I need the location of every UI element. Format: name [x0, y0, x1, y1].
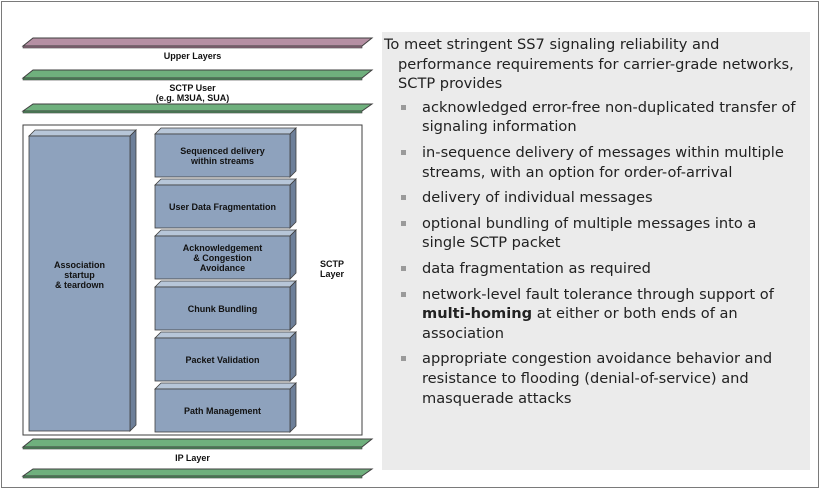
sctp-layer-label-1: SCTP — [319, 259, 344, 269]
association-block — [28, 129, 137, 432]
association-label-2: startup — [64, 270, 95, 280]
sctp-user-label: SCTP User — [169, 83, 216, 93]
block-acknowledgement — [154, 229, 297, 280]
bullet-text: appropriate congestion avoidance behavio… — [422, 350, 773, 407]
block-user-data-fragmentation — [154, 178, 297, 229]
bullet-square-icon — [401, 195, 406, 201]
ip-layer-bar — [21, 438, 374, 450]
list-item: acknowledged error-free non-duplicated t… — [384, 98, 800, 137]
sctp-user-example-label: (e.g. M3UA, SUA) — [155, 93, 230, 103]
bullet-square-icon — [401, 104, 406, 110]
upper-layers-label: Upper Layers — [163, 51, 222, 61]
feature-list: acknowledged error-free non-duplicated t… — [384, 98, 800, 408]
list-item: appropriate congestion avoidance behavio… — [384, 349, 800, 408]
panel-intro-text: To meet stringent SS7 signaling reliabil… — [384, 36, 794, 93]
list-item: data fragmentation as required — [384, 259, 800, 279]
bullet-text-tail: at either or both ends of an association — [422, 305, 738, 342]
block-label-sequenced-2: within streams — [190, 156, 255, 166]
bottom-bar — [21, 468, 374, 479]
list-item: network-level fault tolerance through su… — [384, 285, 800, 344]
bullet-square-icon — [401, 149, 406, 155]
bullet-text: in-sequence delivery of messages within … — [422, 143, 784, 181]
upper-layers-bar — [21, 37, 374, 49]
bullet-square-icon — [401, 356, 406, 362]
block-packet-validation — [154, 331, 297, 382]
block-label-sequenced-1: Sequenced delivery — [180, 146, 265, 156]
block-path-management — [154, 382, 297, 433]
bullet-text: delivery of individual messages — [422, 189, 653, 207]
sctp-layer-label-2: Layer — [319, 269, 345, 279]
block-chunk-bundling — [154, 280, 297, 331]
block-label-fragmentation: User Data Fragmentation — [168, 202, 277, 212]
list-item: in-sequence delivery of messages within … — [384, 143, 800, 182]
block-label-ack-3: Avoidance — [199, 263, 246, 273]
block-label-ack-1: Acknowledgement — [182, 243, 263, 253]
sctp-features-panel: To meet stringent SS7 signaling reliabil… — [382, 32, 810, 470]
bullet-text: optional bundling of multiple messages i… — [422, 214, 757, 252]
sctp-user-bar — [21, 69, 374, 81]
association-label-3: & teardown — [54, 280, 104, 290]
bullet-square-icon — [401, 291, 406, 297]
bullet-text: data fragmentation as required — [422, 259, 651, 277]
bullet-bold-text: multi-homing — [422, 305, 533, 323]
sctp-stack-diagram: Upper Layers SCTP User (e.g. M3UA, SUA) … — [0, 0, 380, 491]
block-label-chunk-bundling: Chunk Bundling — [187, 304, 258, 314]
block-label-path-management: Path Management — [183, 406, 261, 416]
sctp-layer-top-bar — [21, 103, 374, 114]
bullet-text: network-level fault tolerance through su… — [422, 285, 774, 303]
ip-layer-label: IP Layer — [175, 453, 210, 463]
stack-diagram-graphics — [21, 37, 374, 479]
block-sequenced-delivery — [154, 127, 297, 178]
block-label-packet-validation: Packet Validation — [185, 355, 260, 365]
list-item: optional bundling of multiple messages i… — [384, 214, 800, 253]
list-item: delivery of individual messages — [384, 188, 800, 208]
association-label-1: Association — [53, 260, 105, 270]
bullet-square-icon — [401, 265, 406, 271]
bullet-text: acknowledged error-free non-duplicated t… — [422, 98, 796, 136]
bullet-square-icon — [401, 220, 406, 226]
block-label-ack-2: & Congestion — [193, 253, 252, 263]
